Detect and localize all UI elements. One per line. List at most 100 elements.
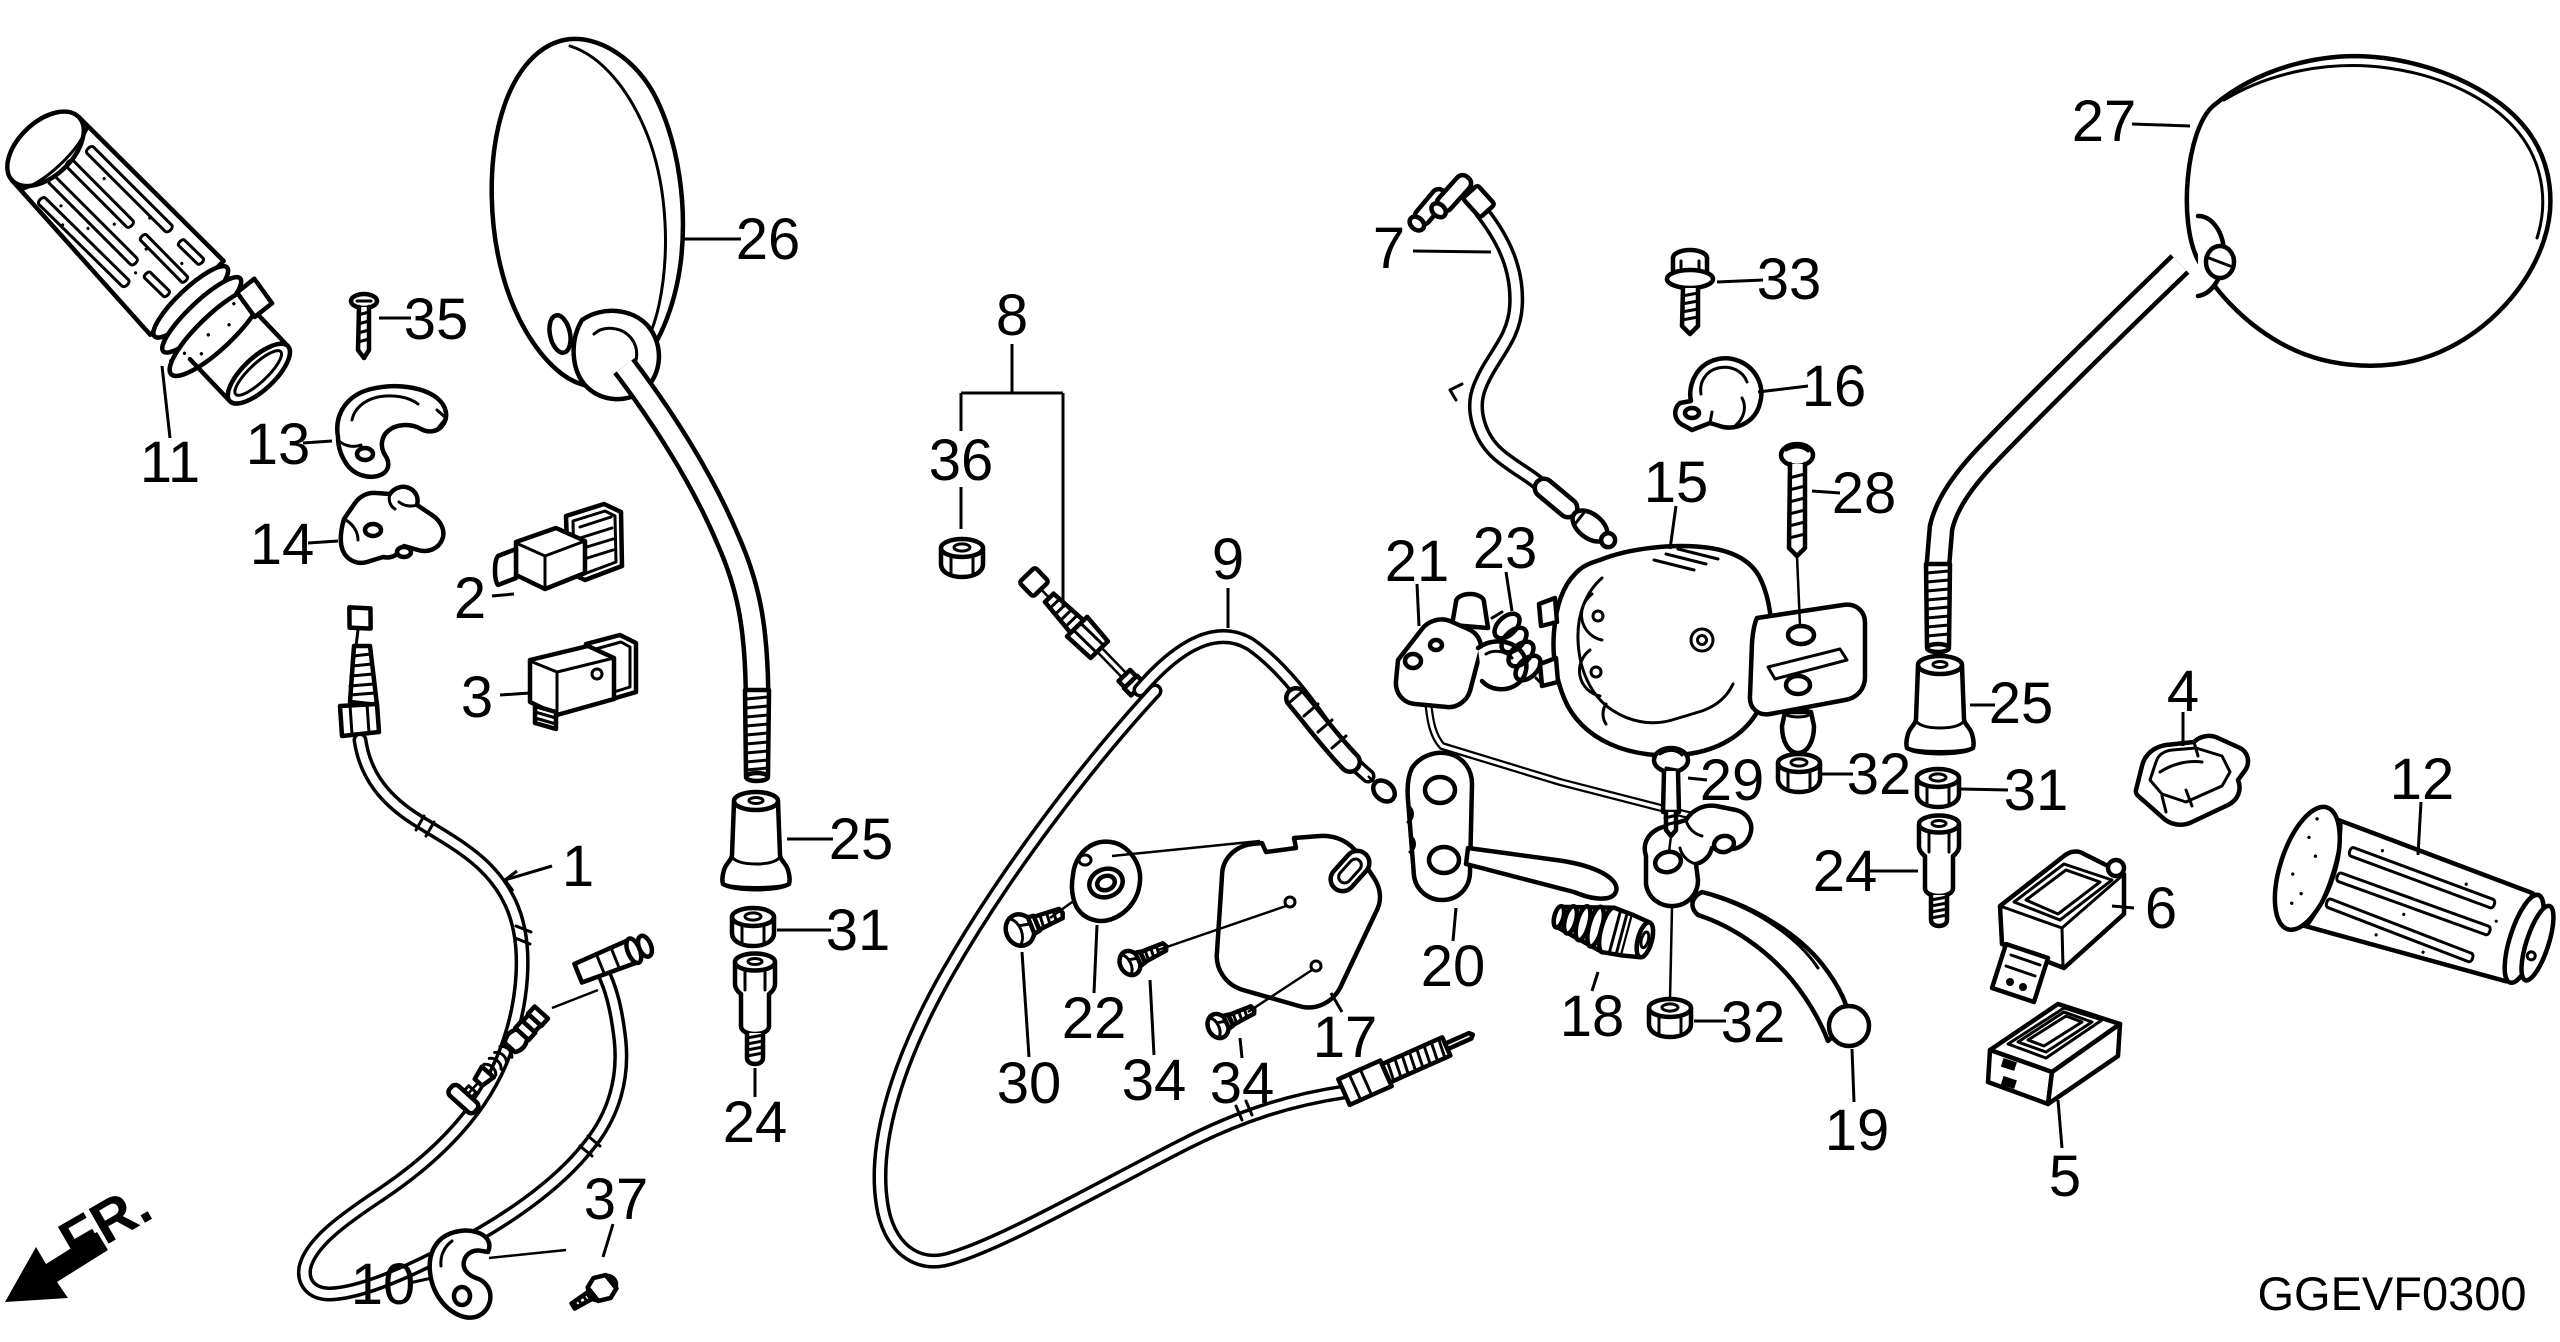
part-4-switch-holder — [2133, 733, 2251, 827]
leader-line-part-27 — [2131, 122, 2191, 128]
part-26-mirror-left — [489, 36, 686, 402]
part-21-lever-bracket — [1393, 591, 1718, 830]
callout-part-15: 15 — [1644, 450, 1709, 515]
callout-part-12: 12 — [2390, 747, 2455, 812]
leader-line-part-23 — [1504, 571, 1514, 612]
callout-part-25-left: 25 — [829, 807, 894, 872]
leader-line-part-30 — [1020, 951, 1031, 1058]
leader-line-part-14 — [307, 539, 339, 545]
part-26-mirror-stem — [613, 357, 772, 784]
leader-line-part-20 — [1451, 907, 1458, 942]
part-16-wire-clamp — [1673, 356, 1764, 433]
callout-part-23: 23 — [1473, 516, 1538, 581]
callout-part-32-upper: 32 — [1847, 742, 1912, 807]
callout-part-37: 37 — [584, 1167, 649, 1232]
part-22-setting-plate — [1049, 839, 1261, 924]
leader-line-part-37 — [601, 1223, 615, 1258]
leader-line-part-33 — [1716, 278, 1764, 284]
callout-part-35: 35 — [404, 287, 469, 352]
part-11-grip-left — [5, 109, 293, 406]
diagram-code: GGEVF0300 — [2257, 1267, 2526, 1320]
leader-line-part-34-b — [1238, 1037, 1244, 1059]
callout-part-31-right: 31 — [2004, 758, 2069, 823]
part-9-throttle-cable-loop — [872, 683, 1476, 1269]
callout-part-32-mid: 32 — [1721, 990, 1786, 1055]
part-10-cable-clamp — [427, 1228, 493, 1320]
callout-part-24-left: 24 — [723, 1090, 788, 1155]
part-6-switch — [1989, 849, 2127, 1005]
part-31-nut-right — [1917, 769, 1959, 807]
callout-part-3: 3 — [461, 665, 493, 730]
callout-part-22: 22 — [1062, 986, 1127, 1051]
part-29-screw — [1651, 745, 1691, 853]
part-3-switch — [527, 632, 639, 732]
callout-part-17: 17 — [1313, 1005, 1378, 1070]
callout-part-2: 2 — [454, 566, 486, 631]
part-27-mirror-stem — [1923, 254, 2190, 655]
callout-part-7: 7 — [1373, 216, 1405, 281]
leader-line-part-10 — [408, 1276, 433, 1285]
part-8-cable-adjuster — [1018, 566, 1398, 804]
callout-part-18: 18 — [1560, 984, 1625, 1049]
leader-line-part-31-right — [1959, 787, 2009, 792]
callout-part-5: 5 — [2049, 1144, 2081, 1209]
callout-part-20: 20 — [1421, 934, 1486, 999]
callout-part-21: 21 — [1385, 529, 1450, 594]
leader-line-part-15 — [1668, 505, 1678, 550]
callout-part-34-a: 34 — [1122, 1048, 1187, 1113]
part-18-adjuster-boot — [1551, 903, 1656, 960]
part-30-screw — [1003, 906, 1065, 948]
part-13-housing-upper — [335, 383, 449, 480]
part-5-switch — [1985, 1001, 2123, 1107]
leader-line-part-1 — [502, 869, 518, 892]
part-17-cover-plate — [1157, 833, 1383, 1014]
leader-line-part-6 — [2111, 904, 2135, 910]
callout-part-31-left: 31 — [826, 898, 891, 963]
leader-line-part-28 — [1811, 489, 1841, 495]
callout-part-26: 26 — [736, 207, 801, 272]
callout-part-29: 29 — [1700, 748, 1765, 813]
leader-line-part-19 — [1850, 1048, 1856, 1103]
leader-line-part-34-a — [1148, 979, 1156, 1056]
callout-part-11: 11 — [140, 430, 200, 495]
callout-part-33: 33 — [1757, 247, 1822, 312]
part-36-nut — [941, 539, 983, 577]
part-33-flange-bolt — [1664, 247, 1716, 337]
callout-part-8: 8 — [996, 283, 1028, 348]
callout-part-10: 10 — [351, 1252, 416, 1317]
part-25-joint-rubber-left — [722, 792, 789, 889]
leader-line-part-2 — [491, 592, 515, 598]
callout-part-9: 9 — [1212, 527, 1244, 592]
callout-part-19: 19 — [1825, 1098, 1890, 1163]
leader-line-part-3 — [499, 691, 531, 697]
part-20-cable-guide — [1405, 750, 1619, 903]
part-32-nut-mid — [1649, 907, 1691, 1037]
part-37-screw — [488, 1248, 619, 1311]
callout-part-13: 13 — [246, 412, 311, 477]
callout-part-25-right: 25 — [1989, 671, 2054, 736]
leader-line-part-22 — [1092, 924, 1099, 994]
leader-line-part-12 — [2416, 801, 2423, 856]
part-1-throttle-cable — [297, 605, 655, 1302]
callout-part-14: 14 — [250, 512, 315, 577]
part-19-brake-lever — [1642, 803, 1872, 1049]
callout-part-24-right: 24 — [1813, 839, 1878, 904]
part-14-housing-lower — [338, 484, 446, 566]
part-28-bolt — [1778, 441, 1816, 627]
part-35-screw — [348, 291, 380, 361]
callout-part-28: 28 — [1832, 461, 1897, 526]
part-27-mirror-right — [2184, 53, 2553, 368]
callout-part-4: 4 — [2167, 659, 2199, 724]
part-25-joint-rubber-right — [1906, 656, 1973, 753]
leader-line-part-5 — [2056, 1099, 2064, 1149]
leader-line-part-13 — [302, 439, 333, 445]
leader-line-part-16 — [1757, 384, 1809, 394]
leader-line-part-11 — [160, 365, 172, 439]
part-15-switch-housing — [1536, 543, 1868, 758]
part-32-nut-upper — [1778, 754, 1820, 792]
leader-line-part-21 — [1415, 583, 1421, 627]
callout-part-6: 6 — [2145, 876, 2177, 941]
part-31-nut-left — [732, 908, 774, 946]
callout-part-34-b: 34 — [1210, 1051, 1275, 1116]
